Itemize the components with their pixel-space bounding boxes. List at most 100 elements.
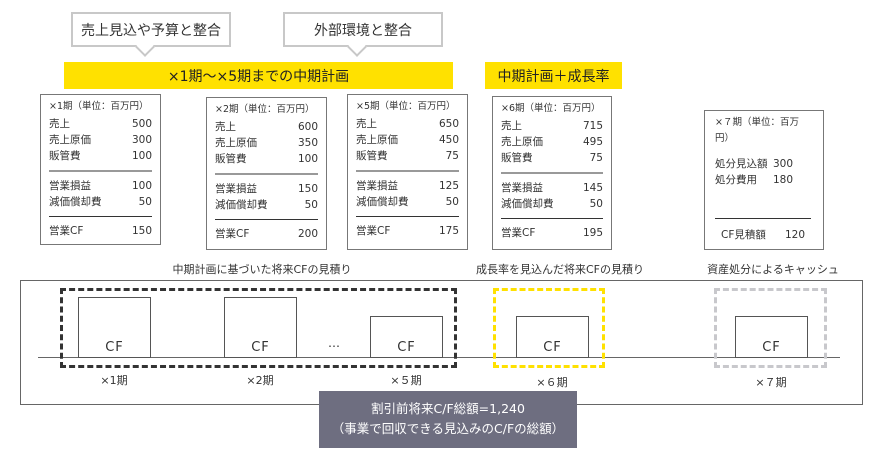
row-value: 50 xyxy=(138,196,152,208)
cf-label: CF xyxy=(397,340,416,355)
row-label: 販管費 xyxy=(501,152,533,164)
row-label: 販管費 xyxy=(49,150,81,162)
row-label: 営業損益 xyxy=(49,180,91,192)
row-value: 75 xyxy=(445,150,459,162)
divider xyxy=(49,216,152,217)
banner-text: 中期計画＋成長率 xyxy=(497,68,610,85)
row-value: 75 xyxy=(589,152,603,164)
row-value: 300 xyxy=(131,134,152,146)
summary-box: 割引前将来C/F総額=1,240 （事業で回収できる見込みのC/Fの総額） xyxy=(319,391,577,448)
midterm-group-dashed xyxy=(60,288,457,368)
row-value: 350 xyxy=(297,137,318,149)
row-label: 売上 xyxy=(215,121,236,133)
card-title: ×2期（単位：百万円） xyxy=(215,104,315,115)
card-title: ×6期（単位：百万円） xyxy=(501,103,601,114)
cf-bar-period-7: CF xyxy=(735,316,808,358)
card-row: 売上原価 300 xyxy=(49,132,152,148)
cf-label: CF xyxy=(762,340,781,355)
row-label: 売上原価 xyxy=(215,137,257,149)
card-period-7: ×７期（単位：百万円） 処分見込額 300 処分費用 180 CF見積額 120 xyxy=(704,110,824,250)
divider xyxy=(215,219,318,220)
card-row: 売上原価 350 xyxy=(215,135,318,151)
row-label: 営業損益 xyxy=(215,183,257,195)
period-label: ×2期 xyxy=(246,374,274,387)
period-label: ×６期 xyxy=(536,376,568,389)
total-label: CF見積額 xyxy=(721,229,766,241)
divider xyxy=(356,170,459,172)
row-value: 100 xyxy=(297,153,318,165)
total-value: 120 xyxy=(784,229,805,241)
row-value: 195 xyxy=(582,227,603,239)
banner-midterm-plan: ×1期〜×5期までの中期計画 xyxy=(64,62,453,89)
card-title: ×７期（単位：百万円） xyxy=(715,117,799,144)
banner-text: ×1期〜×5期までの中期計画 xyxy=(167,68,350,85)
row-value: 300 xyxy=(772,158,793,170)
row-label: 減価償却費 xyxy=(501,198,554,210)
card-row: 処分見込額 300 xyxy=(715,156,811,172)
card-row: 減価償却費 50 xyxy=(49,194,152,210)
row-label: 営業損益 xyxy=(356,180,398,192)
period-label: ×1期 xyxy=(100,374,128,387)
ellipsis: … xyxy=(328,336,340,350)
row-label: 販管費 xyxy=(215,153,247,165)
row-label: 減価償却費 xyxy=(49,196,102,208)
row-value: 715 xyxy=(582,120,603,132)
card-row: 減価償却費 50 xyxy=(501,196,603,212)
row-value: 200 xyxy=(297,228,318,240)
summary-note: （事業で回収できる見込みのC/Fの総額） xyxy=(331,421,565,436)
callout-tail xyxy=(135,37,155,57)
row-value: 145 xyxy=(582,182,603,194)
row-label: 処分費用 xyxy=(715,174,757,186)
divider xyxy=(215,173,318,175)
card-period-4: ×6期（単位：百万円） 売上 715 売上原価 495 販管費 75 営業損益 145 減価償却費… xyxy=(492,96,612,250)
row-label: 営業損益 xyxy=(501,182,543,194)
card-row: 売上 600 xyxy=(215,119,318,135)
row-label: 売上原価 xyxy=(49,134,91,146)
callout-external-env: 外部環境と整合 xyxy=(283,12,443,57)
row-value: 150 xyxy=(131,225,152,237)
section-label-disposal: 資産処分によるキャッシュ xyxy=(707,263,839,276)
period-label: ×７期 xyxy=(755,376,787,389)
card-row: 販管費 100 xyxy=(215,151,318,167)
cf-label: CF xyxy=(543,340,562,355)
card-title: ×1期（単位：百万円） xyxy=(49,101,149,112)
callout-tail xyxy=(347,37,367,57)
card-row: 販管費 75 xyxy=(501,150,603,166)
banner-growth: 中期計画＋成長率 xyxy=(485,62,622,89)
callout-sales-budget: 売上見込や予算と整合 xyxy=(71,12,231,57)
row-value: 495 xyxy=(582,136,603,148)
row-value: 500 xyxy=(131,118,152,130)
card-row: 営業損益 125 xyxy=(356,178,459,194)
row-label: 売上原価 xyxy=(501,136,543,148)
row-value: 180 xyxy=(772,174,793,186)
row-label: 売上 xyxy=(49,118,70,130)
cf-bar-period-5: CF xyxy=(370,316,443,358)
row-value: 50 xyxy=(445,196,459,208)
row-value: 50 xyxy=(589,198,603,210)
card-row: 売上原価 495 xyxy=(501,134,603,150)
row-value: 600 xyxy=(297,121,318,133)
row-label: 売上 xyxy=(501,120,522,132)
growth-group-dashed xyxy=(493,288,605,368)
row-label: 売上原価 xyxy=(356,134,398,146)
row-label: 処分見込額 xyxy=(715,158,768,170)
card-title: ×5期（単位：百万円） xyxy=(356,101,456,112)
cf-bar-period-2: CF xyxy=(224,297,297,358)
row-value: 650 xyxy=(438,118,459,130)
disposal-group-dashed xyxy=(714,288,827,368)
cf-bar-period-6: CF xyxy=(516,316,589,358)
row-value: 125 xyxy=(438,180,459,192)
row-value: 100 xyxy=(131,180,152,192)
